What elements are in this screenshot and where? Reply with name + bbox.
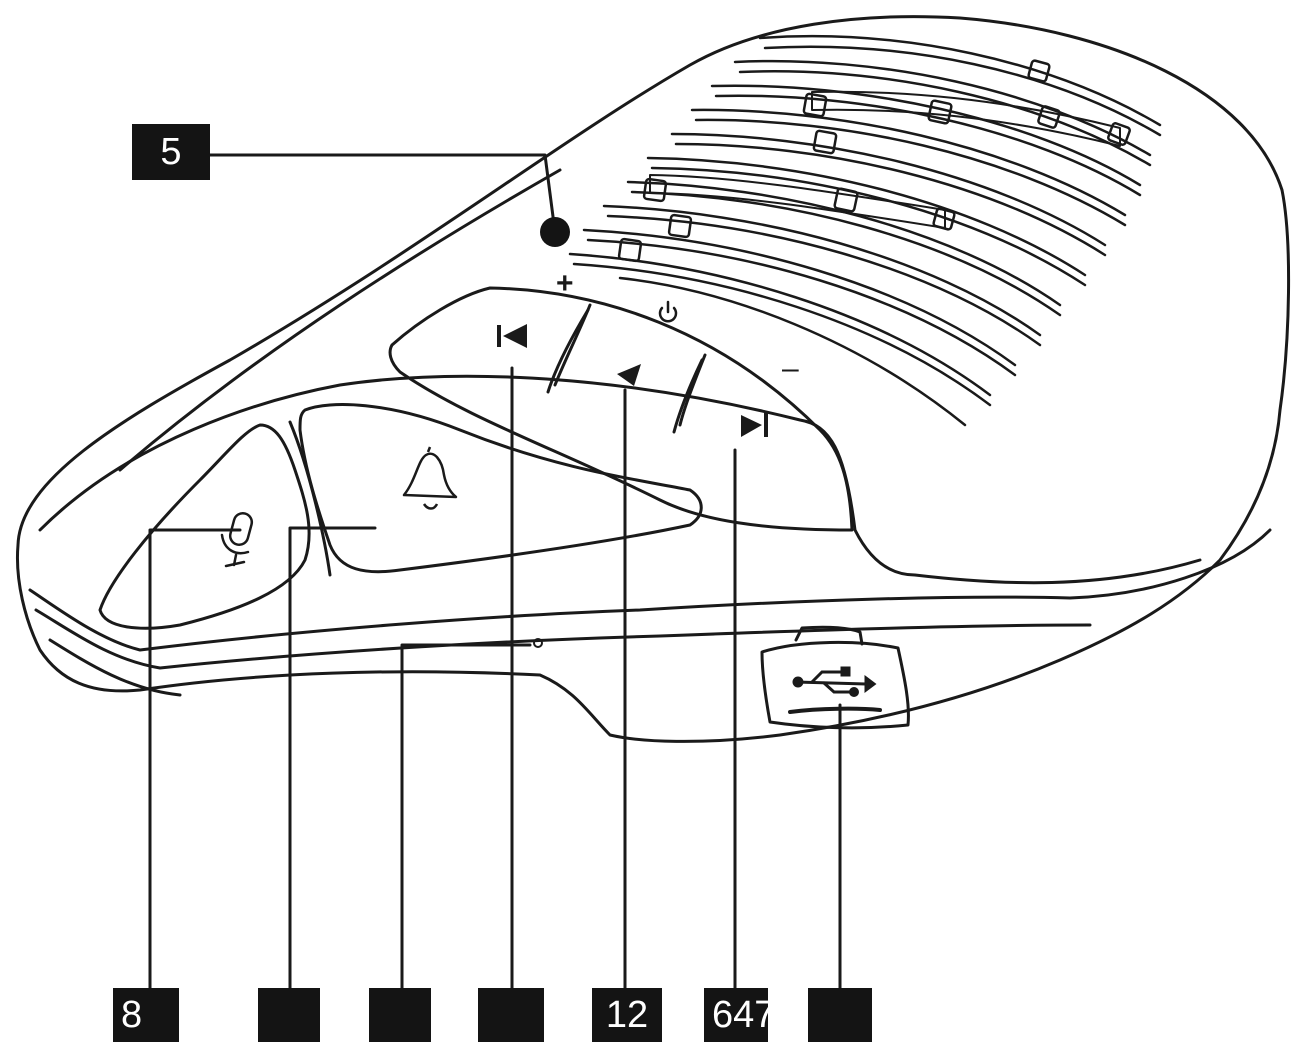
callout-label-blank bbox=[808, 988, 872, 1042]
callout-label-647: 647 bbox=[704, 988, 768, 1042]
play-icon bbox=[617, 364, 641, 386]
body-ridge-line bbox=[118, 168, 562, 472]
body-edge-line bbox=[28, 528, 1272, 652]
power-icon bbox=[658, 300, 678, 323]
body-ridge-line bbox=[38, 374, 1202, 585]
led-indicator bbox=[533, 638, 543, 648]
callout-label-8: 8 bbox=[113, 988, 179, 1042]
body-edge-line bbox=[48, 638, 182, 697]
bell-icon bbox=[402, 446, 458, 510]
previous-track-icon bbox=[497, 324, 527, 348]
callout-label-blank bbox=[369, 988, 431, 1042]
callout-label-blank bbox=[478, 988, 544, 1042]
speaker-grille bbox=[568, 35, 1162, 427]
device-body bbox=[15, 15, 1291, 743]
callout-label-12: 12 bbox=[592, 988, 662, 1042]
usb-port bbox=[760, 625, 910, 730]
volume-plus-icon: + bbox=[556, 267, 574, 300]
control-divider bbox=[678, 353, 707, 427]
volume-minus-icon: – bbox=[782, 352, 799, 385]
grille-tabs bbox=[617, 59, 1131, 263]
microphone-button bbox=[98, 423, 311, 630]
leader-lines bbox=[148, 153, 842, 1002]
callout-label-5: 5 bbox=[132, 124, 210, 180]
button-recess bbox=[288, 420, 332, 577]
callout-label-blank bbox=[258, 988, 320, 1042]
control-strip bbox=[388, 286, 854, 532]
microphone-icon bbox=[220, 511, 254, 568]
next-track-icon bbox=[741, 413, 768, 437]
control-divider bbox=[553, 303, 592, 387]
usb-icon bbox=[792, 666, 877, 697]
body-edge-line bbox=[34, 608, 1092, 670]
alarm-button bbox=[298, 403, 703, 574]
callout-dot bbox=[540, 217, 570, 247]
